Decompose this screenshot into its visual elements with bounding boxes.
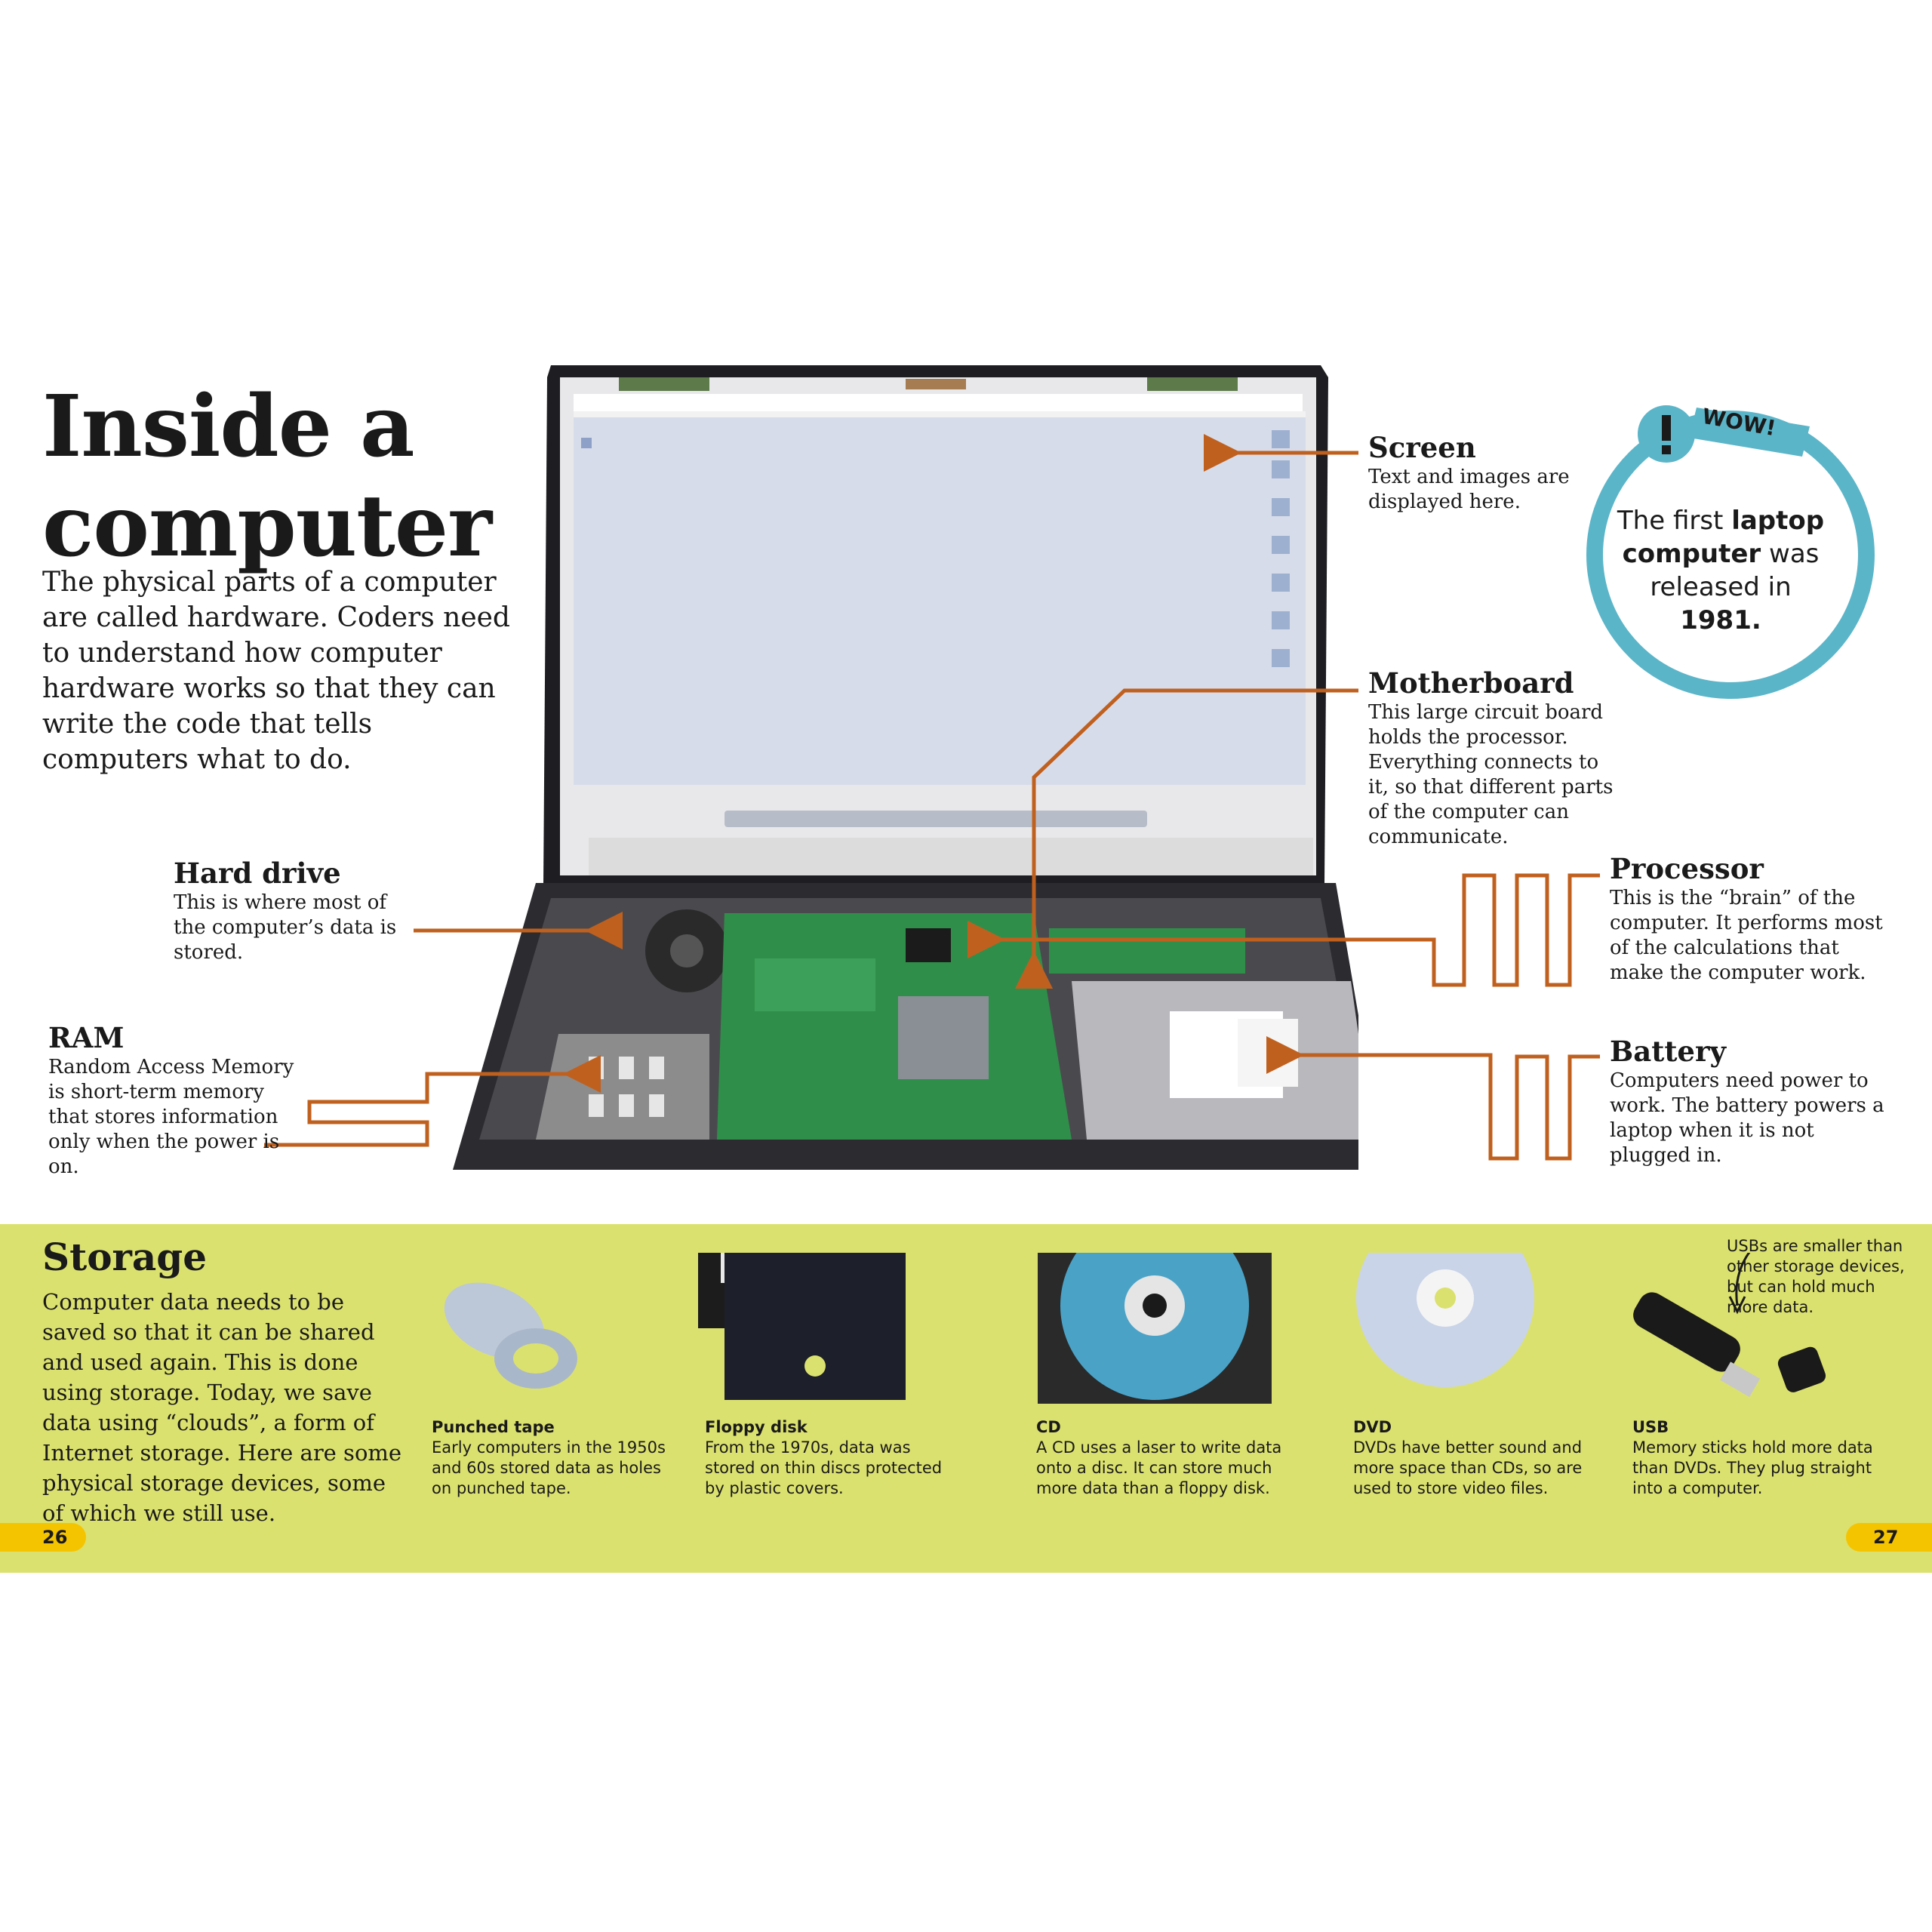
battery-callout-title: Battery <box>1610 1035 1726 1068</box>
device-title: Floppy disk <box>705 1418 808 1436</box>
battery-callout-text: Computers need power to work. The batter… <box>1610 1069 1884 1167</box>
device-cd: CD A CD uses a laser to write data onto … <box>1036 1417 1293 1499</box>
laptop-illustration <box>453 365 1358 1170</box>
dvd-image <box>1356 1253 1534 1387</box>
wow-bold-2: 1981. <box>1680 605 1761 635</box>
device-text: From the 1970s, data was stored on thin … <box>705 1438 943 1497</box>
hard-drive-callout: Hard drive This is where most of the com… <box>174 856 423 965</box>
cd-image <box>1038 1253 1272 1404</box>
screen-callout-text: Text and images are displayed here. <box>1368 466 1570 513</box>
device-text: A CD uses a laser to write data onto a d… <box>1036 1438 1282 1497</box>
device-title: USB <box>1632 1418 1669 1436</box>
device-usb: USB Memory sticks hold more data than DV… <box>1632 1417 1904 1499</box>
battery-leader <box>1266 1036 1600 1161</box>
heatsink <box>898 996 989 1079</box>
device-dvd: DVD DVDs have better sound and more spac… <box>1353 1417 1602 1499</box>
ram-callout: RAM Random Access Memory is short-term m… <box>48 1020 305 1180</box>
storage-text: Computer data needs to be saved so that … <box>42 1289 402 1526</box>
device-text: Memory sticks hold more data than DVDs. … <box>1632 1438 1873 1497</box>
device-title: Punched tape <box>432 1418 555 1436</box>
ram-callout-title: RAM <box>48 1021 125 1054</box>
intro-paragraph: The physical parts of a computer are cal… <box>42 567 510 775</box>
desktop-icons <box>1272 430 1290 667</box>
lid-components <box>619 377 1238 391</box>
screen-dock <box>724 811 1147 827</box>
wow-bold-1: laptop computer <box>1622 506 1825 569</box>
screen-callout-title: Screen <box>1368 431 1476 464</box>
wow-fact: The first laptop computer was released i… <box>1607 504 1834 637</box>
motherboard-callout: Motherboard This large circuit board hol… <box>1368 666 1617 850</box>
processor-leader <box>968 873 1600 987</box>
motherboard-callout-title: Motherboard <box>1368 666 1574 700</box>
processor-callout: Processor This is the “brain” of the com… <box>1610 851 1897 986</box>
device-title: CD <box>1036 1418 1061 1436</box>
processor-chip <box>906 928 951 962</box>
hard-drive-callout-text: This is where most of the computer’s dat… <box>174 891 397 964</box>
ram-leader <box>264 1055 601 1147</box>
page-number-right: 27 <box>1846 1523 1932 1552</box>
wow-text-1: The first <box>1617 506 1732 536</box>
usb-note: USBs are smaller than other storage devi… <box>1727 1237 1905 1316</box>
punched-tape-image <box>444 1282 577 1389</box>
motherboard-callout-text: This large circuit board holds the proce… <box>1368 701 1614 848</box>
device-floppy-disk: Floppy disk From the 1970s, data was sto… <box>705 1417 961 1499</box>
device-title: DVD <box>1353 1418 1392 1436</box>
device-text: DVDs have better sound and more space th… <box>1353 1438 1583 1497</box>
processor-callout-title: Processor <box>1610 852 1764 885</box>
motherboard-leader <box>1015 688 1358 989</box>
page-title: Inside a computer <box>42 377 492 576</box>
processor-callout-text: This is the “brain” of the computer. It … <box>1610 887 1883 984</box>
screen-callout: Screen Text and images are displayed her… <box>1368 430 1610 515</box>
storage-title: Storage <box>42 1235 208 1279</box>
usb-note-pointer <box>1735 1253 1751 1306</box>
battery-callout: Battery Computers need power to work. Th… <box>1610 1034 1897 1168</box>
screen-display <box>574 415 1306 785</box>
hard-drive-callout-title: Hard drive <box>174 857 341 890</box>
ram-callout-text: Random Access Memory is short-term memor… <box>48 1056 294 1178</box>
floppy-disk-image <box>698 1253 906 1400</box>
device-punched-tape: Punched tape Early computers in the 1950… <box>432 1417 673 1499</box>
device-text: Early computers in the 1950s and 60s sto… <box>432 1438 666 1497</box>
wow-bubble <box>1586 405 1875 699</box>
storage-section <box>0 1224 1932 1573</box>
usb-image <box>1633 1292 1826 1398</box>
page-number-left: 26 <box>0 1523 86 1552</box>
wow-text-2: was released in <box>1650 539 1820 602</box>
storage-device-images <box>444 1253 1826 1404</box>
